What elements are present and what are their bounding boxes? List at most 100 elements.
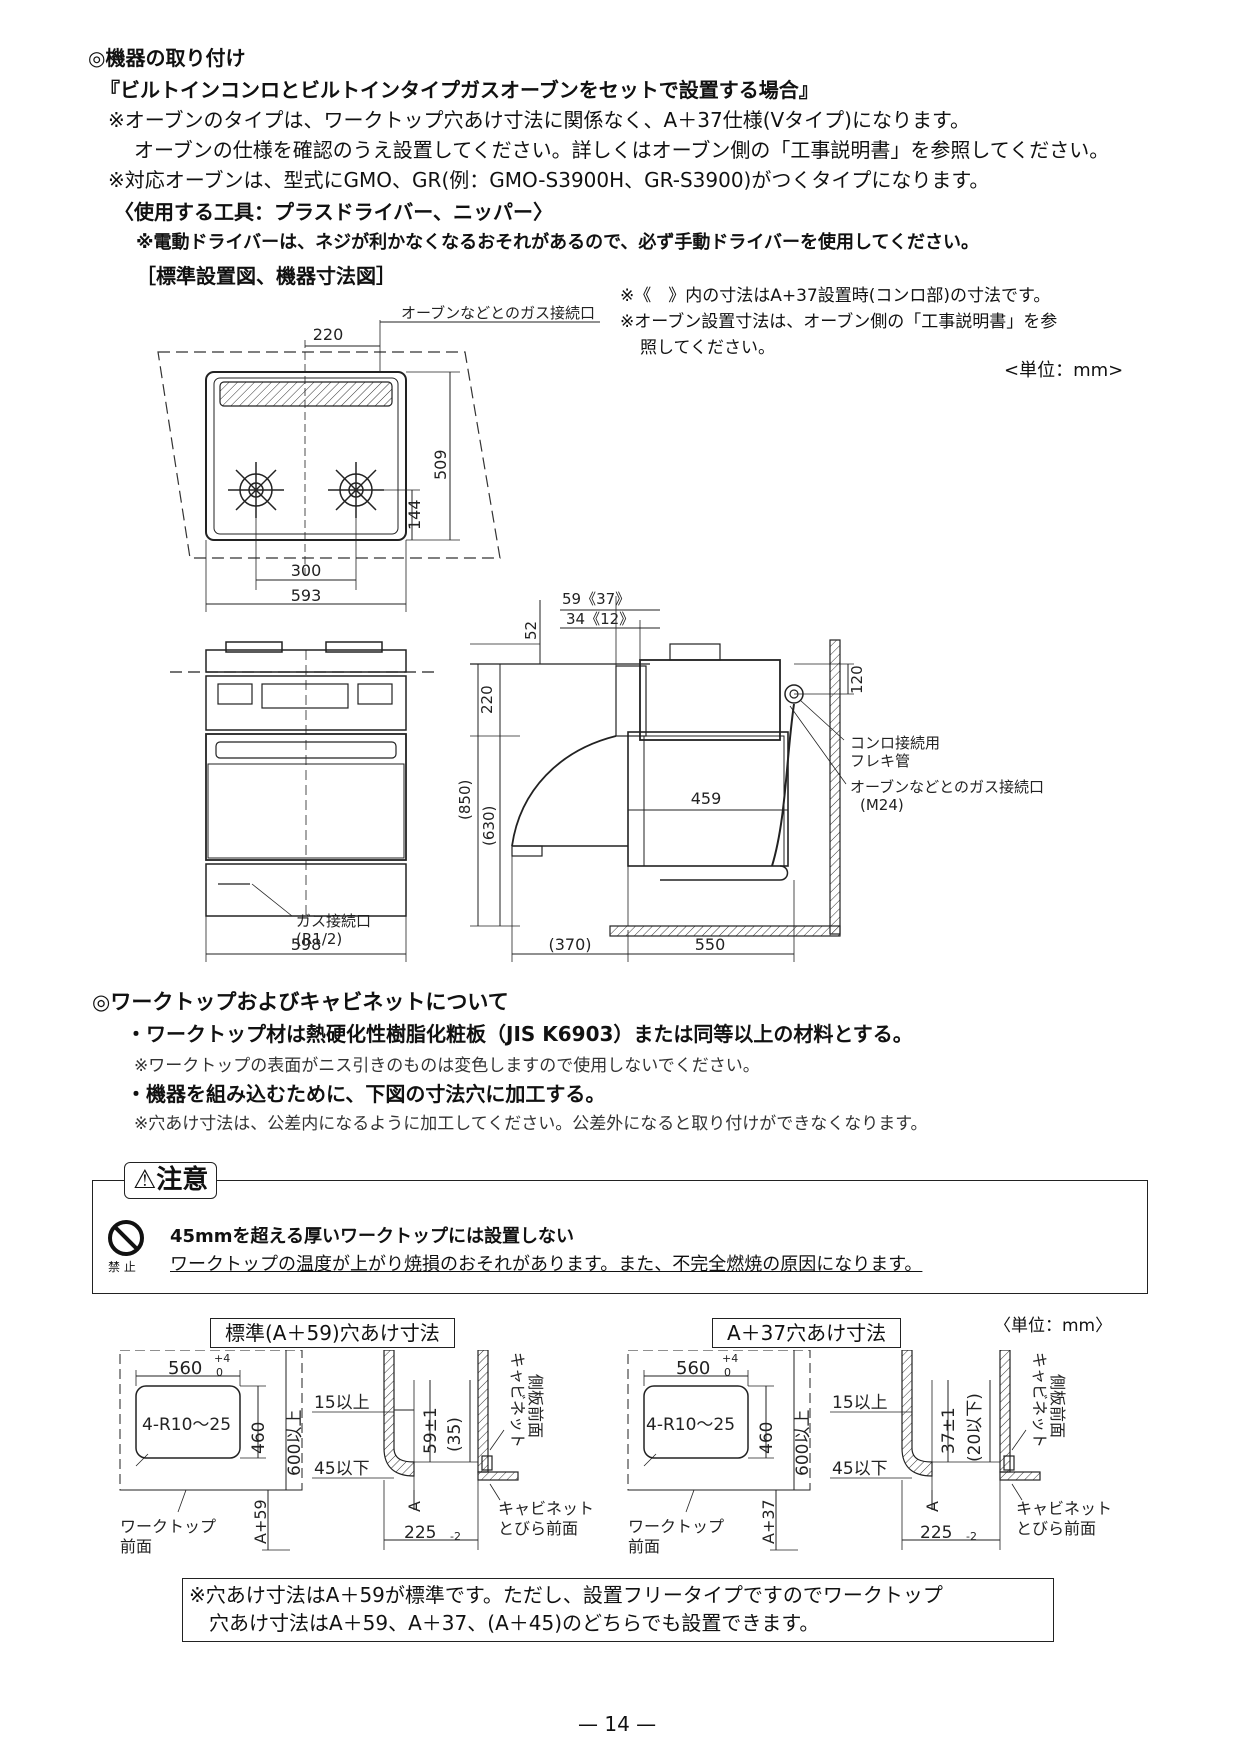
std-cab-side-2: 側板前面 (526, 1374, 545, 1438)
figure-note-bracket: ※《 》内の寸法はA+37設置時(コンロ部)の寸法です。 (620, 286, 1051, 306)
a37-min15: 15以上 (832, 1393, 888, 1413)
dim-370: (370) (548, 935, 591, 954)
flex-pipe-label-2: フレキ管 (850, 752, 910, 770)
dim-850: (850) (456, 780, 474, 820)
std-cutout: 560 +4 0 4-R10〜25 460 600以上 ワークトップ 前面 A+… (119, 1350, 594, 1556)
a37-worktop-front-1: ワークトップ (628, 1517, 724, 1536)
dim-593: 593 (291, 586, 322, 605)
a37-cab-door-2: とびら前面 (1016, 1519, 1096, 1538)
a37-tol-0: 0 (724, 1366, 731, 1379)
std-worktop-front-2: 前面 (120, 1537, 152, 1556)
a37-radius: 4-R10〜25 (646, 1415, 735, 1435)
dim-300: 300 (291, 561, 322, 580)
a37-cutout: 560 +4 0 4-R10〜25 460 600以上 ワークトップ 前面 A+… (627, 1350, 1112, 1556)
page-number: — 14 — (578, 1712, 657, 1736)
a37-a-mark: A (923, 1501, 942, 1512)
footnote-line-1: ※穴あけ寸法はA＋59が標準です。ただし、設置フリータイプですのでワークトップ (189, 1583, 943, 1607)
cutout-diagrams: 560 +4 0 4-R10〜25 460 600以上 ワークトップ 前面 A+… (119, 1350, 1112, 1556)
a37-cab-door-1: キャビネット (1016, 1499, 1112, 1518)
a37-d37: 37±1 (939, 1407, 959, 1454)
worktop-note-varnish: ※ワークトップの表面がニス引きのものは変色しますので使用しないでください。 (134, 1056, 760, 1076)
std-cab-door-2: とびら前面 (498, 1519, 578, 1538)
std-d225: 225 (404, 1523, 436, 1543)
burner-right (328, 462, 384, 518)
std-d35: (35) (445, 1417, 465, 1452)
a37-max45: 45以下 (832, 1459, 888, 1479)
caution-title: ⚠注意 (124, 1162, 218, 1200)
tools-note: ※電動ドライバーは、ネジが利かなくなるおそれがあるので、必ず手動ドライバーを使用… (136, 232, 979, 253)
std-tol-225: -2 (450, 1530, 461, 1543)
dim-598: 598 (291, 935, 322, 954)
worktop-note-tolerance: ※穴あけ寸法は、公差内になるように加工してください。公差外になると取り付けができ… (134, 1114, 928, 1134)
std-h600: 600以上 (285, 1410, 305, 1476)
worktop-bullet-cutout: ・機器を組み込むために、下図の寸法穴に加工する。 (126, 1082, 606, 1106)
prohibition-icon (108, 1220, 144, 1256)
std-d59: 59±1 (421, 1407, 441, 1454)
dim-120: 120 (848, 665, 866, 694)
a37-h460: 460 (757, 1422, 777, 1454)
a37-a37: A+37 (759, 1499, 778, 1544)
a37-tol-plus4: +4 (722, 1352, 738, 1365)
gas-port-label: ガス接続口 (296, 912, 371, 930)
std-cab-door-1: キャビネット (498, 1499, 594, 1518)
section-heading-install: ◎機器の取り付け (88, 46, 246, 70)
installation-diagram: 220 オーブンなどとのガス接続口 509 144 300 593 ガス接続口 … (157, 304, 1044, 962)
side-view: 59《37》 34《12》 52 220 120 (850) (630) 459… (456, 590, 1044, 962)
worktop-bullet-material: ・ワークトップ材は熱硬化性樹脂化粧板（JIS K6903）または同等以上の材料と… (126, 1022, 913, 1046)
footnote-box: ※穴あけ寸法はA＋59が標準です。ただし、設置フリータイプですのでワークトップ … (182, 1578, 1054, 1642)
section-heading-worktop: ◎ワークトップおよびキャビネットについて (92, 990, 509, 1014)
std-cutout-title: 標準(A＋59)穴あけ寸法 (210, 1318, 455, 1348)
oven-gas-label: オーブンなどとのガス接続口 (850, 778, 1044, 796)
caution-line-1: 45mmを超える厚いワークトップには設置しない (170, 1226, 575, 1247)
oven-gas-size: (M24) (860, 796, 904, 814)
top-view: 220 オーブンなどとのガス接続口 509 144 300 593 (157, 304, 600, 612)
note-oven-type: ※オーブンのタイプは、ワークトップ穴あけ寸法に関係なく、A＋37仕様(Vタイプ)… (108, 108, 970, 132)
figure-title: ［標準設置図、機器寸法図］ (136, 264, 396, 288)
a37-cab-side-1: キャビネット (1030, 1352, 1049, 1448)
tools-heading: 〈使用する工具：プラスドライバー、ニッパー〉 (114, 200, 553, 224)
dim-220-side: 220 (478, 685, 496, 714)
dim-59-37: 59《37》 (562, 590, 630, 608)
std-a-mark: A (405, 1501, 424, 1512)
std-max45: 45以下 (314, 1459, 370, 1479)
dim-630: (630) (480, 806, 498, 846)
dim-52: 52 (522, 621, 540, 640)
figure-note-oven-cont: 照してください。 (640, 338, 775, 358)
flex-pipe-label-1: コンロ接続用 (850, 734, 940, 752)
prohibition-label: 禁 止 (108, 1260, 136, 1274)
gas-port-size: (R1/2) (296, 930, 342, 948)
std-tol-plus4: +4 (214, 1352, 230, 1365)
a37-d225: 225 (920, 1523, 952, 1543)
caution-line-2: ワークトップの温度が上がり焼損のおそれがあります。また、不完全燃焼の原因になりま… (170, 1254, 923, 1275)
cutout-unit-label: 〈単位：mm〉 (994, 1316, 1113, 1336)
note-compatible-oven: ※対応オーブンは、型式にGMO、GR(例：GMO-S3900H、GR-S3900… (108, 168, 990, 192)
dim-550: 550 (695, 935, 726, 954)
std-cab-side-1: キャビネット (508, 1352, 527, 1448)
dim-509: 509 (431, 449, 450, 480)
case-title: 『ビルトインコンロとビルトインタイプガスオーブンをセットで設置する場合』 (100, 78, 819, 102)
dim-220: 220 (313, 325, 344, 344)
std-a59: A+59 (251, 1499, 270, 1544)
caution-box (92, 1180, 1148, 1294)
std-min15: 15以上 (314, 1393, 370, 1413)
note-oven-spec: オーブンの仕様を確認のうえ設置してください。詳しくはオーブン側の「工事説明書」を… (134, 138, 1110, 162)
std-w560: 560 (168, 1358, 202, 1379)
a37-worktop-front-2: 前面 (628, 1537, 660, 1556)
dim-459: 459 (691, 789, 722, 808)
dim-144: 144 (405, 499, 424, 530)
std-radius: 4-R10〜25 (142, 1415, 231, 1435)
footnote-line-2: 穴あけ寸法はA＋59、A＋37、(A＋45)のどちらでも設置できます。 (209, 1611, 820, 1635)
a37-d20: (20以下) (965, 1393, 985, 1462)
burner-left (228, 462, 284, 518)
top-gas-label: オーブンなどとのガス接続口 (401, 304, 595, 322)
std-worktop-front-1: ワークトップ (120, 1517, 216, 1536)
dim-34-12: 34《12》 (566, 610, 634, 628)
a37-cab-side-2: 側板前面 (1048, 1374, 1067, 1438)
a37-tol-225: -2 (966, 1530, 977, 1543)
a37-w560: 560 (676, 1358, 710, 1379)
unit-label: <単位：mm> (1004, 360, 1124, 381)
figure-note-oven: ※オーブン設置寸法は、オーブン側の「工事説明書」を参 (620, 312, 1058, 332)
std-tol-0: 0 (216, 1366, 223, 1379)
a37-h600: 600以上 (793, 1410, 813, 1476)
std-h460: 460 (249, 1422, 269, 1454)
